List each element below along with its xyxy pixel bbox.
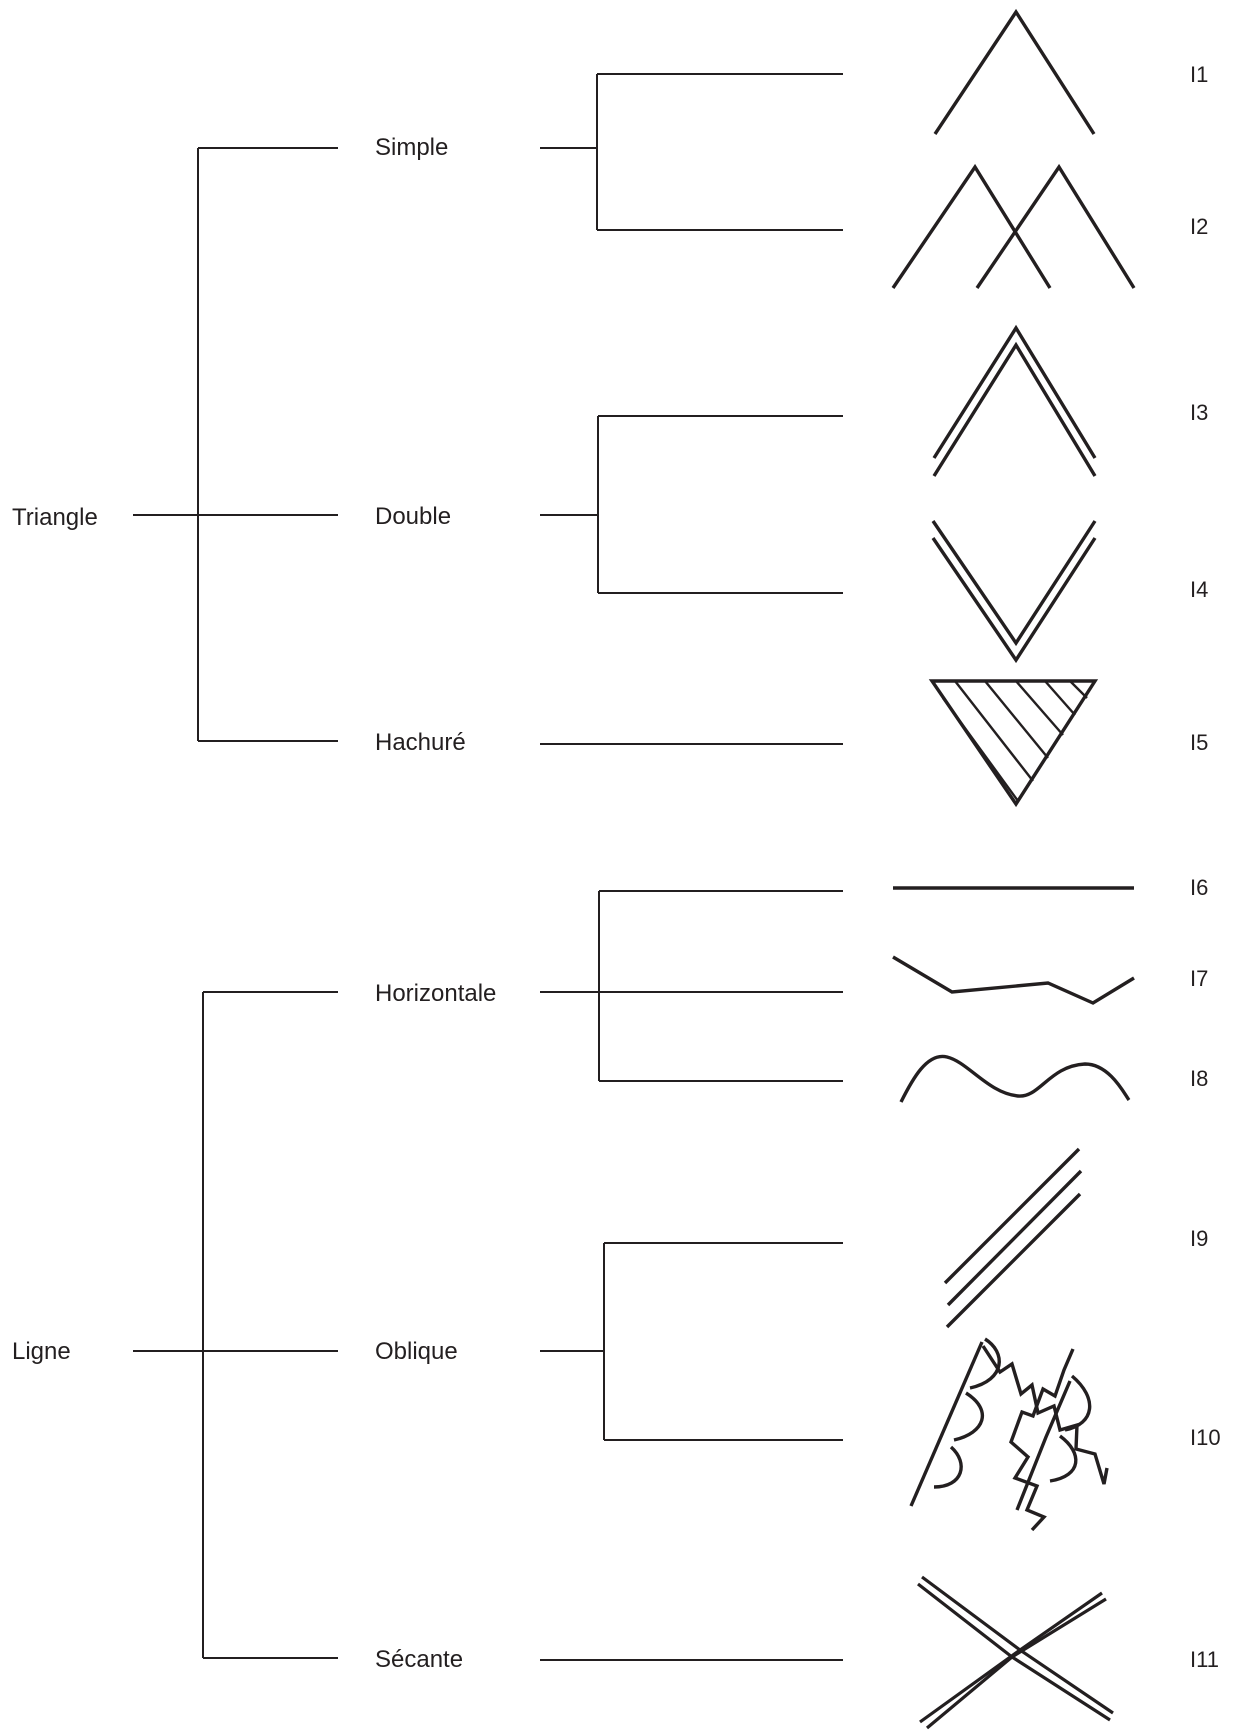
code-label-i9: I9 — [1190, 1226, 1208, 1251]
double-line-chevron-up-icon — [932, 324, 1097, 477]
root-label-ligne: Ligne — [12, 1338, 71, 1365]
code-label-i8: I8 — [1190, 1066, 1208, 1091]
wavy-line-icon — [899, 1054, 1131, 1103]
code-label-i7: I7 — [1190, 966, 1208, 991]
crossed-double-lines-icon — [917, 1575, 1114, 1730]
code-label-i4: I4 — [1190, 577, 1208, 602]
category-label-simple: Simple — [375, 134, 448, 161]
category-label-horizontale: Horizontale — [375, 980, 496, 1007]
category-label-hachure: Hachuré — [375, 729, 466, 756]
code-label-i11: I11 — [1190, 1647, 1219, 1672]
triple-oblique-lines-icon — [943, 1147, 1083, 1329]
category-label-secante: Sécante — [375, 1646, 463, 1673]
connectors-ligne — [133, 890, 843, 1661]
code-label-i10: I10 — [1190, 1425, 1221, 1450]
hatched-triangle-icon — [928, 679, 1099, 808]
code-label-i5: I5 — [1190, 730, 1208, 755]
category-label-double: Double — [375, 503, 451, 530]
code-label-i6: I6 — [1190, 875, 1208, 900]
chevron-up-icon — [933, 8, 1096, 135]
zigzag-and-arc-lines-icon — [909, 1337, 1109, 1532]
code-label-i1: I1 — [1190, 62, 1208, 87]
category-label-oblique: Oblique — [375, 1338, 458, 1365]
connectors-triangle — [133, 73, 843, 745]
root-label-triangle: Triangle — [12, 504, 98, 531]
code-label-i2: I2 — [1190, 214, 1208, 239]
double-line-chevron-down-icon — [931, 520, 1097, 664]
code-label-i3: I3 — [1190, 400, 1208, 425]
double-chevron-crossed-icon — [891, 163, 1136, 289]
broken-line-icon — [892, 955, 1135, 1005]
